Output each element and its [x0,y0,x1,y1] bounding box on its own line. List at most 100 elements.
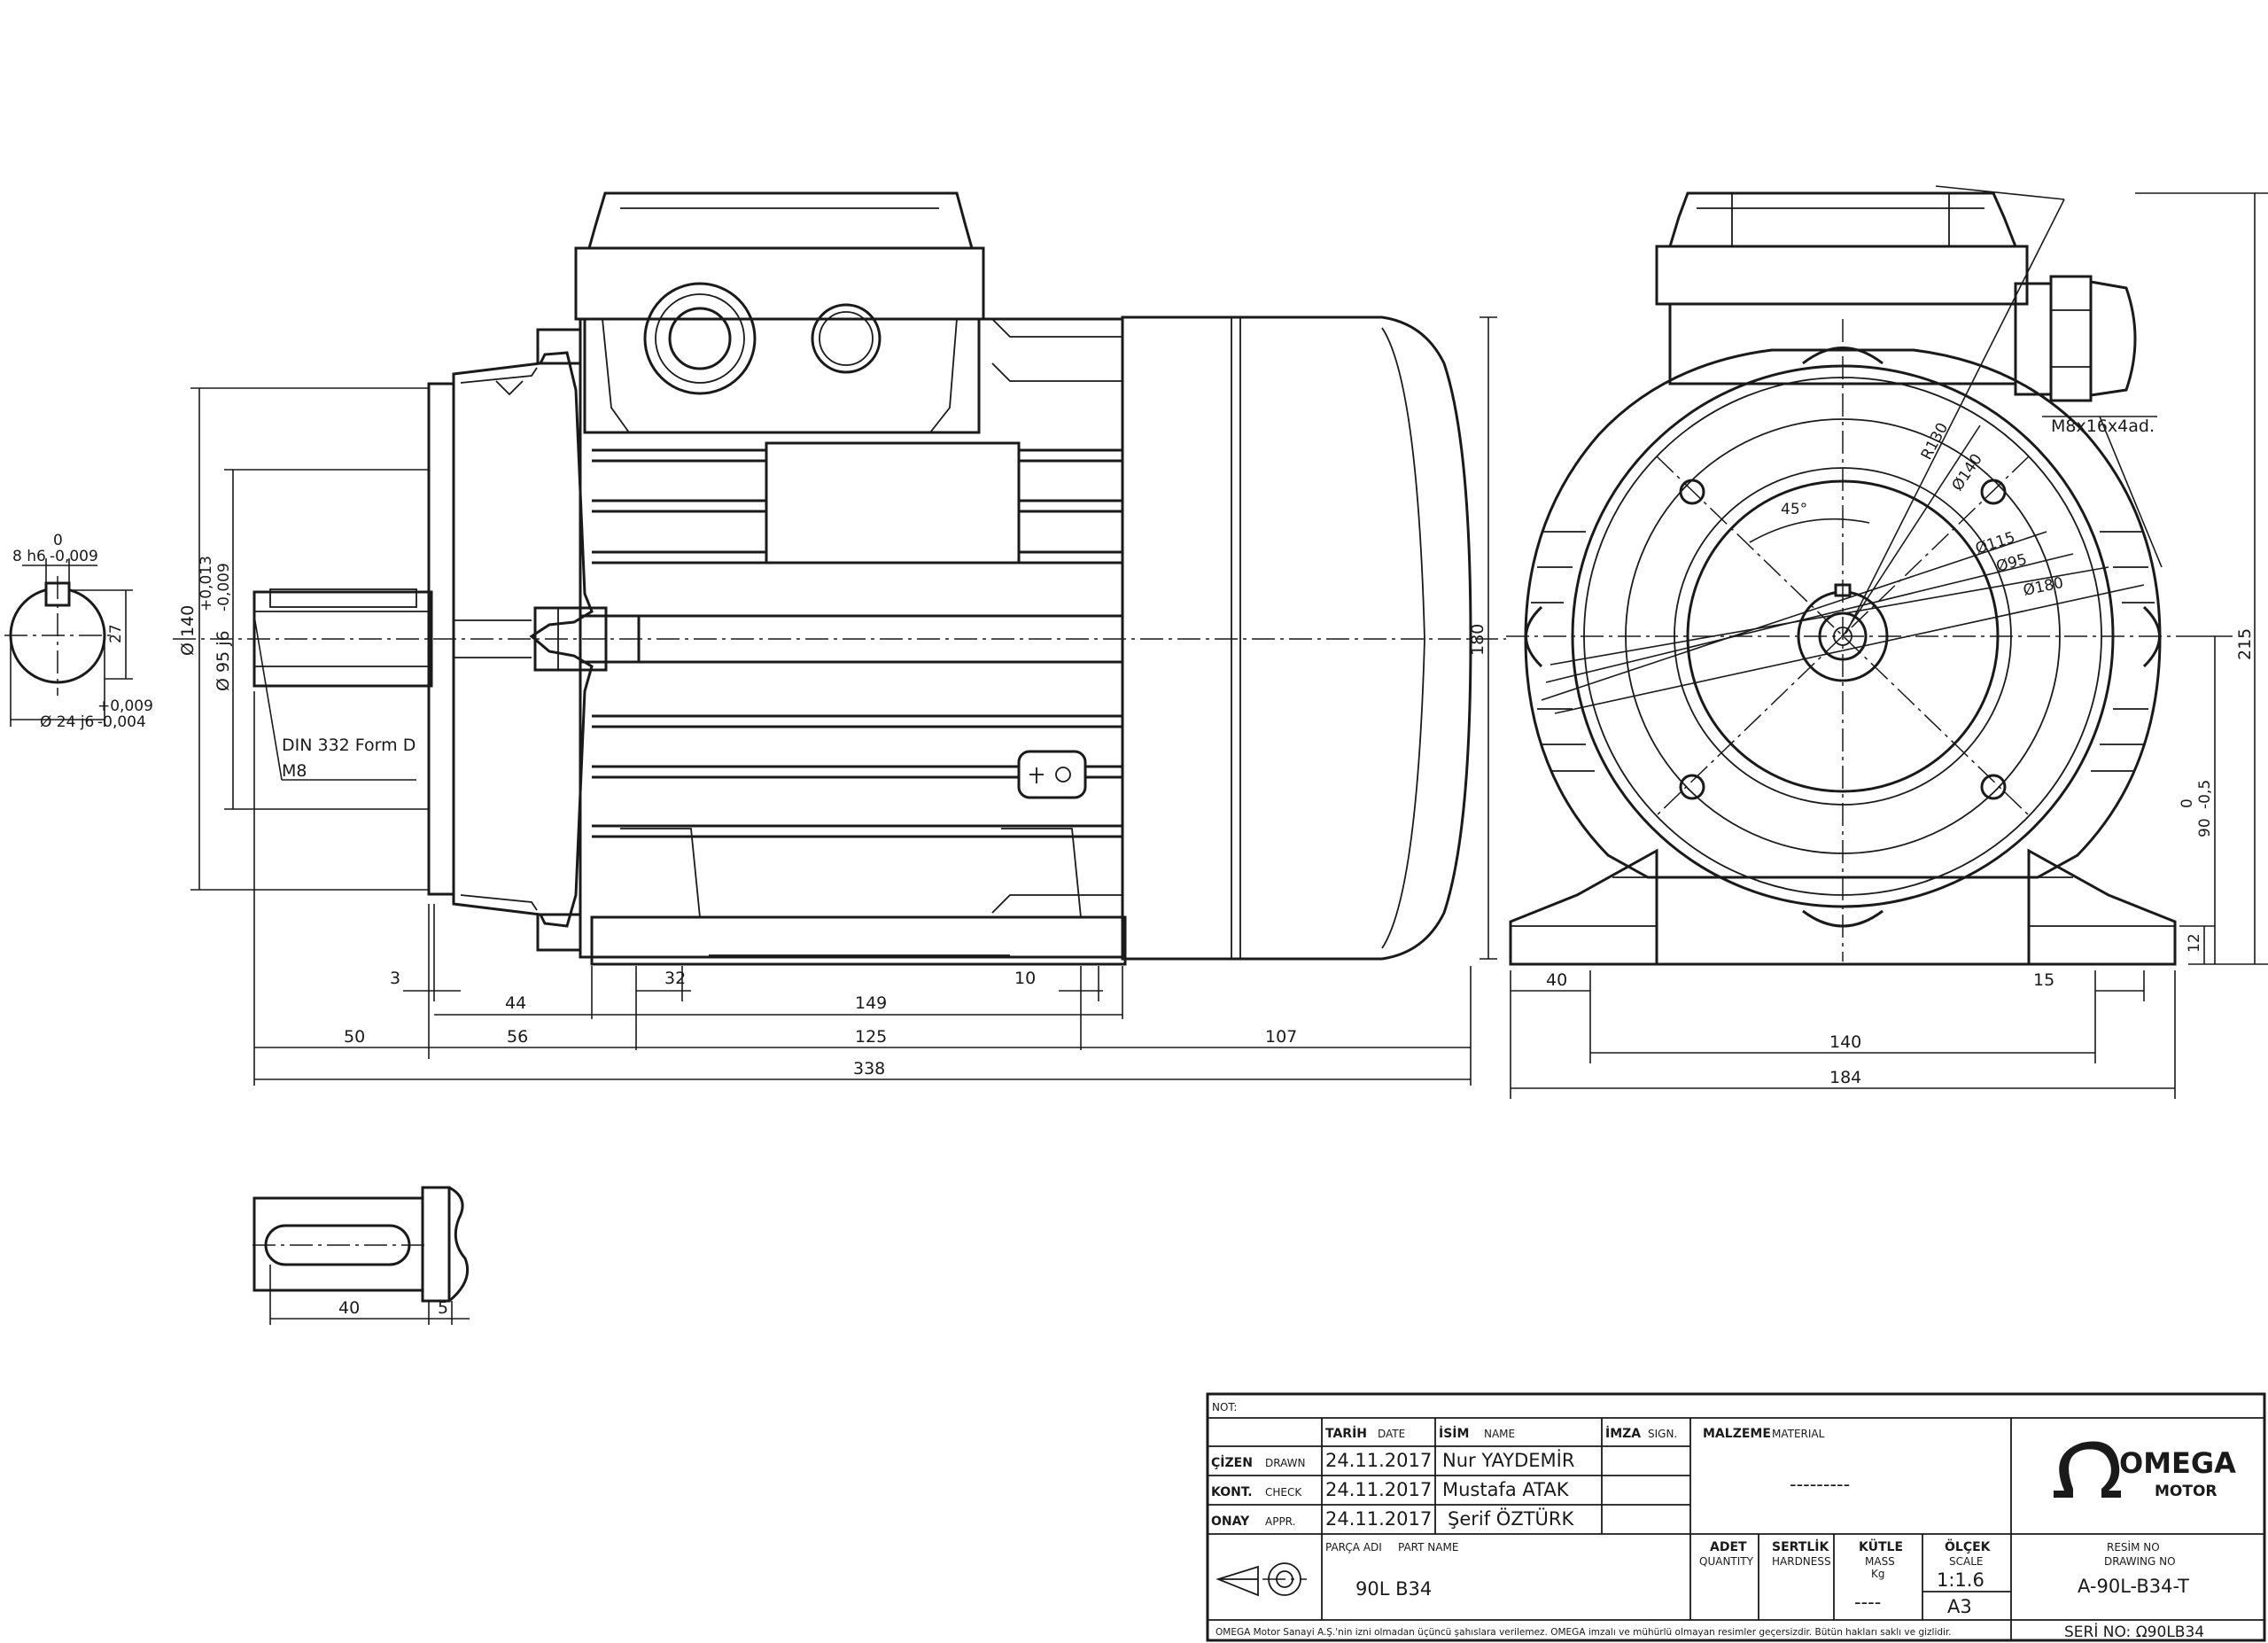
dim-flange-diameter: Ø 140 [178,605,198,656]
end-view: R130 Ø140 Ø115 Ø95 Ø180 45° M8x16x4ad. 4… [1506,185,2268,1099]
bolt-hole [1980,774,2007,800]
shaft-tol-up: +0,009 [97,697,153,715]
motor-body [579,317,1127,966]
end-dim-90-tol-top: 0 [2179,798,2196,808]
tb-mass-label-en: MASS [1865,1555,1895,1568]
key-tol-top: 0 [53,532,63,549]
tb-drawing-no-label-en: DRAWING NO [2104,1555,2176,1568]
bolt-hole [1679,774,1705,800]
dim-50: 50 [344,1027,365,1047]
end-dim-184: 184 [1829,1068,1861,1087]
tb-appr-label-en: APPR. [1265,1515,1295,1528]
end-dim-12: 12 [2186,933,2203,953]
dim-10: 10 [1014,969,1036,988]
tb-part-name-label-en: PART NAME [1398,1541,1458,1553]
callout-din332: DIN 332 Form D [282,736,416,755]
tb-drawn-label: ÇİZEN [1211,1455,1253,1470]
callout-m8: M8 [282,761,307,781]
tb-drawing-no: A-90L-B34-T [2078,1576,2189,1597]
key-tol-low: -0,009 [50,548,98,565]
tb-mass-unit: Kg [1871,1568,1885,1580]
terminal-box [574,191,985,434]
blanking-plug [811,303,882,374]
dim-spigot-diameter: Ø 95 j6 [214,630,233,691]
dim-spigot-tol-up: +0,013 [198,556,215,611]
shaft-section-view: 0 8 h6 -0,009 27 Ø 24 j6 +0,009 -0,004 [4,532,153,731]
dim-125: 125 [855,1027,887,1047]
tb-sheet-size: A3 [1947,1596,1972,1617]
end-dim-90: 90 [2196,818,2214,837]
tb-material-label: MALZEME [1703,1427,1771,1441]
logo-sub: MOTOR [2155,1483,2218,1500]
tb-not: NOT: [1212,1401,1237,1413]
tb-col-sign: İMZA [1605,1426,1641,1441]
tb-qty-label: ADET [1710,1540,1747,1554]
dim-338: 338 [853,1059,885,1078]
key-offset: 5 [438,1298,448,1318]
end-view-terminal-box [1655,191,2029,385]
key-detail-view: 40 5 [252,1186,470,1325]
dim-56: 56 [507,1027,528,1047]
tb-scale-label: ÖLÇEK [1945,1538,1992,1554]
dim-32: 32 [664,969,686,988]
nameplate [765,441,1021,565]
flange-bolt-holes [1679,479,2007,800]
tb-drawn-label-en: DRAWN [1265,1457,1306,1469]
tb-appr-label: ONAY [1211,1515,1250,1529]
side-view-horizontal-dims: 3 32 10 44 149 50 56 125 107 338 [253,691,1472,1086]
tb-check-label: KONT. [1211,1485,1253,1499]
cable-gland [643,282,757,395]
tb-col-date: TARİH [1325,1426,1367,1441]
tb-material-value: --------- [1790,1474,1850,1495]
projection-symbol [1216,1562,1307,1597]
tb-scale-label-en: SCALE [1949,1555,1983,1568]
tb-mass-label: KÜTLE [1859,1538,1903,1554]
logo-word: OMEGA [2119,1446,2236,1480]
end-dim-90-tol-low: -0,5 [2196,780,2214,809]
shaft-tol-low: -0,004 [97,713,146,731]
tb-scale-value: 1:1.6 [1937,1569,1984,1591]
dim-spigot-tol-low: -0,009 [215,563,233,611]
end-housing [1524,348,2162,879]
tb-col-name-en: NAME [1484,1428,1515,1440]
tb-qty-label-en: QUANTITY [1699,1555,1754,1568]
label-angle-45: 45° [1781,501,1807,518]
label-d140: Ø140 [1949,451,1986,494]
end-view-cable-gland [2014,275,2137,402]
end-shield [452,328,594,952]
key-length: 40 [338,1298,360,1318]
tb-check-date: 24.11.2017 [1325,1479,1432,1500]
label-holes: M8x16x4ad. [2051,417,2155,436]
end-dim-140: 140 [1829,1032,1861,1052]
tb-part-name-label: PARÇA ADI [1325,1541,1382,1553]
dim-height-180: 180 [1468,624,1487,656]
label-r130: R130 [1918,420,1952,463]
dim-44: 44 [505,993,526,1013]
tb-col-date-en: DATE [1378,1428,1405,1440]
side-view: Ø 140 Ø 95 j6 +0,013 -0,009 180 DIN 332 … [173,191,1506,1086]
bolt-hole [1679,479,1705,505]
shaft [252,588,433,688]
dim-149: 149 [855,993,887,1013]
tb-hardness-label: SERTLİK [1772,1539,1829,1554]
title-block: NOT: TARİH DATE İSİM NAME İMZA SIGN. MAL… [1206,1392,2266,1642]
end-view-leaders [1541,185,2163,714]
dim-3: 3 [390,969,400,988]
tb-check-label-en: CHECK [1265,1486,1302,1499]
tb-serial: SERİ NO: Ω90LB34 [2064,1623,2204,1641]
tb-part-name: 90L B34 [1355,1578,1432,1600]
tb-drawn-date: 24.11.2017 [1325,1450,1432,1471]
tb-drawn-name: Nur YAYDEMİR [1442,1449,1574,1471]
tb-drawing-no-label: RESİM NO [2107,1540,2160,1553]
end-view-dims: 40 15 140 184 215 90 0 -0,5 12 [1510,192,2268,1099]
earth-terminal [1017,750,1087,799]
end-dim-15: 15 [2033,970,2054,990]
tb-col-name: İSİM [1439,1426,1469,1441]
tb-mass-value: ---- [1854,1592,1881,1613]
tb-appr-name: Şerif ÖZTÜRK [1448,1507,1574,1530]
tb-footer: OMEGA Motor Sanayi A.Ş.'nin izni olmadan… [1216,1627,1952,1638]
tb-appr-date: 24.11.2017 [1325,1508,1432,1530]
key-width: 8 h6 [12,548,46,565]
omega-logo: OMEGA MOTOR [2054,1441,2236,1500]
